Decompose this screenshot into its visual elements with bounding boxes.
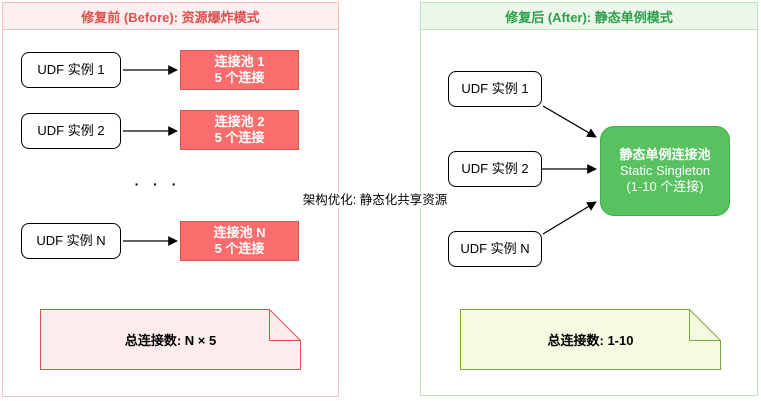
after-udf-instance-n-label: UDF 实例 N [460,240,530,256]
before-panel-header: 修复前 (Before): 资源爆炸模式 [3,3,338,30]
before-pool-1: 连接池 1 5 个连接 [180,50,299,90]
before-pool-2-title: 连接池 2 [214,113,265,129]
before-pool-1-subtitle: 5 个连接 [214,70,265,85]
before-udf-instance-n-label: UDF 实例 N [36,232,106,248]
after-total-note-text: 总连接数: 1-10 [547,333,634,348]
note-body [460,309,721,370]
note-body [40,309,301,370]
before-ellipsis: · · · [134,176,182,192]
before-total-note: 总连接数: N × 5 [40,309,301,370]
before-pool-n-title: 连接池 N [213,224,266,240]
singleton-subtitle: Static Singleton [619,162,711,178]
before-panel-title: 修复前 (Before): 资源爆炸模式 [81,9,260,25]
after-udf-instance-1-label: UDF 实例 1 [461,80,529,96]
before-pool-n-subtitle: 5 个连接 [214,241,265,256]
before-udf-instance-1: UDF 实例 1 [21,52,121,88]
note-shape [40,309,301,370]
before-pool-2: 连接池 2 5 个连接 [180,110,299,150]
after-total-note: 总连接数: 1-10 [460,309,721,370]
before-pool-1-title: 连接池 1 [214,53,265,69]
singleton-title: 静态单例连接池 [619,146,711,162]
after-udf-instance-1: UDF 实例 1 [448,71,542,107]
architecture-optimization-label: 架构优化: 静态化共享资源 [294,192,456,208]
note-fold-icon [269,309,301,341]
after-udf-instance-n: UDF 实例 N [448,231,542,267]
after-udf-instance-2-label: UDF 实例 2 [461,160,529,176]
before-udf-instance-n: UDF 实例 N [21,223,121,259]
before-total-note-text: 总连接数: N × 5 [124,333,217,348]
note-fold-icon [689,309,721,341]
singleton-detail: (1-10 个连接) [626,179,704,195]
after-panel-header: 修复后 (After): 静态单例模式 [421,3,757,30]
note-shape [460,309,721,370]
before-pool-2-subtitle: 5 个连接 [214,130,265,145]
before-pool-n: 连接池 N 5 个连接 [180,221,299,261]
before-udf-instance-2-label: UDF 实例 2 [37,122,105,138]
after-singleton-pool: 静态单例连接池 Static Singleton (1-10 个连接) [600,126,730,216]
before-udf-instance-2: UDF 实例 2 [21,113,121,149]
before-udf-instance-1-label: UDF 实例 1 [37,61,105,77]
after-udf-instance-2: UDF 实例 2 [448,151,542,187]
after-panel-title: 修复后 (After): 静态单例模式 [505,9,673,25]
